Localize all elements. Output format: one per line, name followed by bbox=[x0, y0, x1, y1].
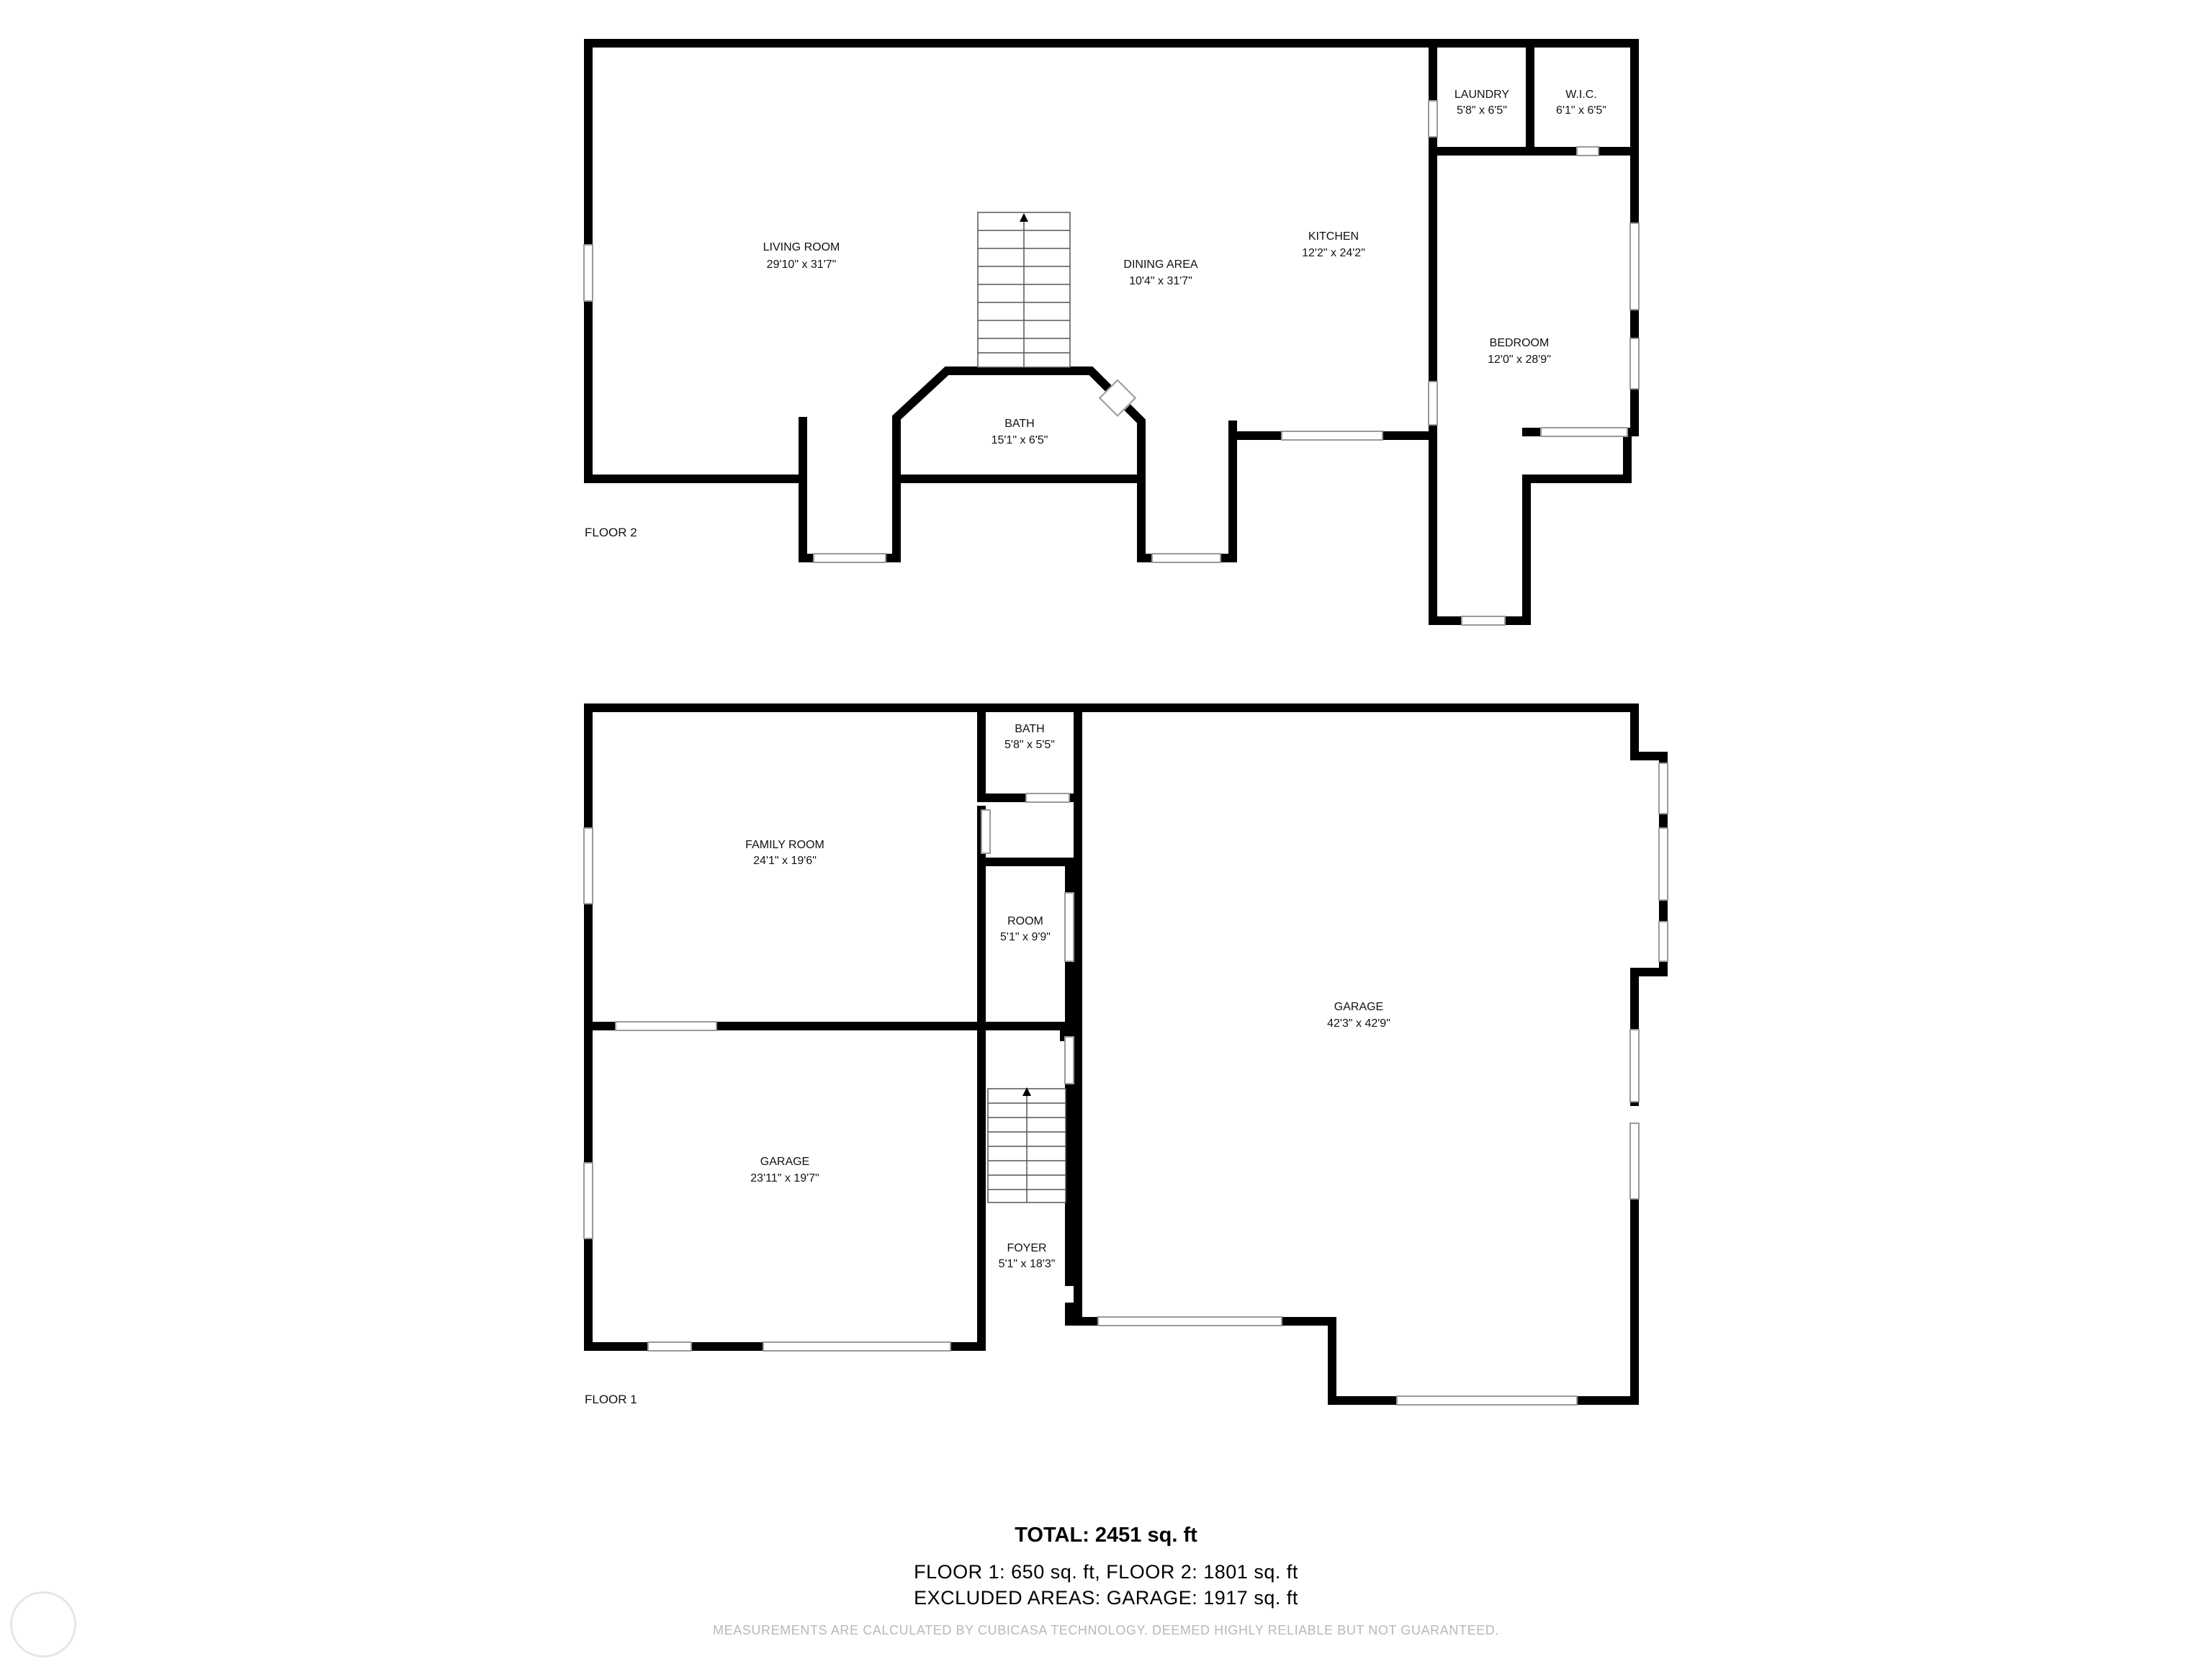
room-name-bath-f1: BATH bbox=[1015, 723, 1044, 735]
window bbox=[615, 1021, 717, 1031]
window bbox=[583, 827, 593, 904]
room-dims-laundry: 5'8" x 6'5" bbox=[1457, 104, 1507, 117]
room-name-bath-f2: BATH bbox=[1004, 418, 1034, 430]
room-dims-living-room: 29'10" x 31'7" bbox=[767, 258, 837, 271]
window bbox=[1064, 1036, 1074, 1084]
floor-2-walls bbox=[584, 39, 1639, 625]
window bbox=[1025, 793, 1070, 803]
floor-2-stairs bbox=[977, 212, 1071, 368]
window bbox=[1428, 100, 1438, 138]
room-dims-dining-area: 10'4" x 31'7" bbox=[1129, 275, 1192, 287]
window bbox=[1629, 222, 1640, 310]
floor-1-room-labels: FAMILY ROOM 24'1" x 19'6" BATH 5'8" x 5'… bbox=[745, 723, 1390, 1270]
summary-total: TOTAL: 2451 sq. ft bbox=[1015, 1524, 1197, 1547]
room-dims-kitchen: 12'2" x 24'2" bbox=[1302, 247, 1365, 259]
window bbox=[1658, 763, 1668, 814]
floor-1-label: FLOOR 1 bbox=[585, 1393, 637, 1406]
window bbox=[1064, 892, 1074, 962]
window bbox=[1428, 381, 1438, 426]
window bbox=[1396, 1395, 1578, 1406]
room-name-foyer: FOYER bbox=[1007, 1242, 1046, 1254]
floor-1-plan: FAMILY ROOM 24'1" x 19'6" BATH 5'8" x 5'… bbox=[583, 703, 1668, 1406]
floor-2-room-labels: LIVING ROOM 29'10" x 31'7" DINING AREA 1… bbox=[763, 89, 1606, 446]
window bbox=[1461, 616, 1506, 626]
room-name-room: ROOM bbox=[1007, 915, 1043, 927]
window bbox=[583, 1162, 593, 1239]
disclaimer: MEASUREMENTS ARE CALCULATED BY CUBICASA … bbox=[713, 1623, 1499, 1637]
summary-floors: FLOOR 1: 650 sq. ft, FLOOR 2: 1801 sq. f… bbox=[914, 1561, 1298, 1583]
floor-2-windows bbox=[583, 100, 1640, 626]
room-name-garage-small: GARAGE bbox=[760, 1156, 809, 1168]
room-name-kitchen: KITCHEN bbox=[1308, 230, 1359, 243]
room-dims-bedroom: 12'0" x 28'9" bbox=[1488, 354, 1551, 366]
floor-1-windows bbox=[583, 763, 1668, 1406]
window bbox=[647, 1341, 692, 1352]
window bbox=[813, 553, 886, 563]
room-name-garage-large: GARAGE bbox=[1334, 1001, 1383, 1013]
room-name-living-room: LIVING ROOM bbox=[763, 241, 840, 253]
floor-2-plan: LIVING ROOM 29'10" x 31'7" DINING AREA 1… bbox=[583, 39, 1640, 626]
window bbox=[1629, 1123, 1640, 1200]
window bbox=[1629, 1029, 1640, 1102]
window bbox=[1540, 427, 1628, 437]
floor-1-stairs bbox=[987, 1087, 1066, 1203]
window bbox=[1097, 1316, 1282, 1326]
watermark-seal bbox=[10, 1591, 76, 1658]
summary-excluded: EXCLUDED AREAS: GARAGE: 1917 sq. ft bbox=[914, 1587, 1298, 1609]
room-name-laundry: LAUNDRY bbox=[1455, 89, 1510, 101]
window bbox=[763, 1341, 951, 1352]
room-name-dining-area: DINING AREA bbox=[1123, 258, 1197, 271]
room-dims-foyer: 5'1" x 18'3" bbox=[999, 1258, 1056, 1270]
room-dims-garage-large: 42'3" x 42'9" bbox=[1327, 1017, 1390, 1030]
room-dims-bath-f1: 5'8" x 5'5" bbox=[1004, 739, 1055, 751]
room-dims-garage-small: 23'11" x 19'7" bbox=[750, 1172, 819, 1184]
window bbox=[1281, 431, 1383, 441]
window bbox=[981, 809, 991, 854]
room-name-bedroom: BEDROOM bbox=[1490, 337, 1550, 349]
window bbox=[1098, 379, 1137, 417]
room-name-wic: W.I.C. bbox=[1565, 89, 1597, 101]
window bbox=[583, 244, 593, 302]
floor-1-walls bbox=[584, 703, 1668, 1405]
window bbox=[1658, 827, 1668, 901]
window bbox=[1629, 338, 1640, 390]
window bbox=[1658, 921, 1668, 962]
room-dims-bath-f2: 15'1" x 6'5" bbox=[992, 434, 1048, 446]
room-dims-wic: 6'1" x 6'5" bbox=[1556, 104, 1606, 117]
room-dims-family-room: 24'1" x 19'6" bbox=[753, 855, 817, 867]
room-dims-room: 5'1" x 9'9" bbox=[1000, 931, 1051, 943]
window bbox=[1151, 553, 1221, 563]
room-name-family-room: FAMILY ROOM bbox=[745, 839, 824, 851]
window bbox=[1576, 146, 1599, 156]
floor-2-label: FLOOR 2 bbox=[585, 526, 637, 539]
